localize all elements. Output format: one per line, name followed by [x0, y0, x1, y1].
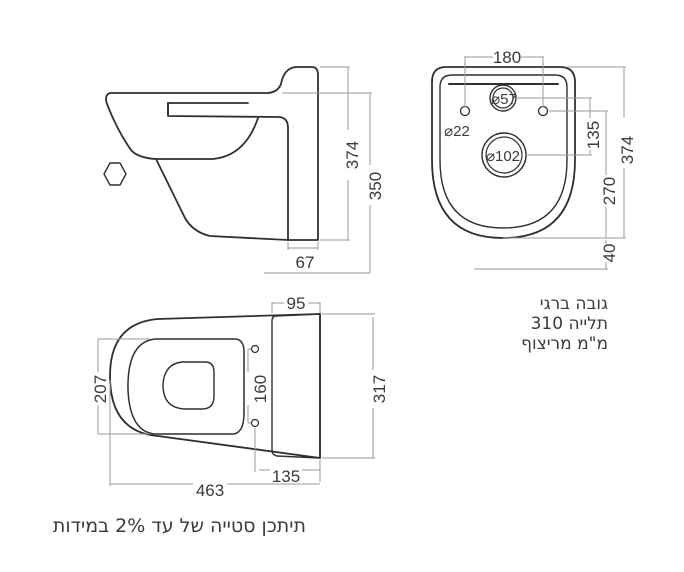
mounting-note-line-1: גובה ברגי	[539, 294, 608, 314]
back-outlet-height-label: 270	[600, 177, 619, 205]
top-total-width-label: 317	[370, 375, 389, 403]
back-bolt-holes-label: ⌀22	[444, 123, 470, 140]
top-fixing-spacing-label: 160	[251, 375, 270, 403]
top-view: 95 317 207 160 135 463	[91, 294, 389, 500]
mounting-note-line-3: מ"מ מריצוף	[521, 334, 608, 354]
back-bottom-offset-label: 40	[600, 244, 619, 263]
mounting-note-line-2: תלייה 310	[530, 314, 608, 334]
back-flush-inlet-label: ⌀57	[491, 91, 517, 108]
side-view: 374 350 67	[103, 66, 385, 274]
top-view-outline	[109, 313, 321, 459]
back-hole-spacing-label: 180	[493, 48, 521, 67]
back-outlet-label: ⌀102	[486, 148, 520, 165]
back-view: 180 ⌀57 ⌀22 ⌀102 135 270 374 40	[431, 48, 637, 270]
side-body-height-label: 350	[366, 172, 385, 200]
back-total-height-label: 374	[618, 136, 637, 164]
top-total-length-label: 463	[196, 481, 224, 500]
side-view-bowl-outline	[109, 66, 319, 241]
hexagon-nut-icon	[103, 162, 127, 186]
side-wall-depth-label: 67	[296, 253, 315, 272]
side-total-height-label: 374	[343, 141, 362, 169]
tolerance-note: תיתכן סטייה של עד 2% במידות	[52, 515, 306, 537]
mounting-height-note: גובה ברגי תלייה 310 מ"מ מריצוף	[490, 294, 608, 354]
top-tank-depth-label: 95	[287, 294, 306, 313]
top-fixing-offset-label: 135	[272, 467, 300, 486]
back-inlet-outlet-label: 135	[584, 121, 603, 149]
top-seat-width-label: 207	[91, 375, 110, 403]
